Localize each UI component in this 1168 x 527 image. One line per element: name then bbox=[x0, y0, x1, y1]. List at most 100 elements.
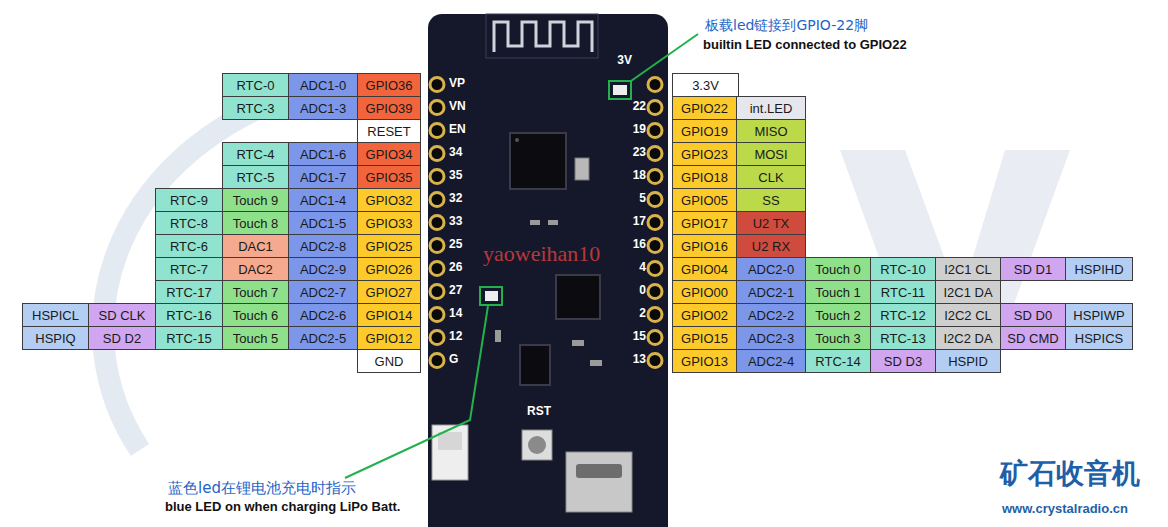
pin-label: RTC-10 bbox=[880, 262, 925, 277]
pin-cell: DAC2 bbox=[222, 257, 289, 281]
pin-hole bbox=[430, 262, 444, 276]
pin-number: 4 bbox=[598, 261, 646, 275]
pin-cell: ADC2-8 bbox=[288, 234, 358, 258]
pin-cell: I2C1 CL bbox=[935, 257, 1001, 281]
pin-label: HSPIHD bbox=[1074, 262, 1123, 277]
pin-hole bbox=[430, 124, 444, 138]
pin-cell: ADC2-1 bbox=[736, 280, 806, 304]
pin-hole bbox=[430, 193, 444, 207]
pin-cell: Touch 3 bbox=[805, 326, 871, 350]
pin-label: ADC2-6 bbox=[300, 308, 346, 323]
pin-cell: RTC-17 bbox=[155, 280, 223, 304]
resistor bbox=[495, 330, 501, 342]
pin-label: ADC1-3 bbox=[300, 101, 346, 116]
pin-cell: SD CLK bbox=[88, 303, 156, 327]
pin-hole bbox=[430, 308, 444, 322]
pin-label: GPIO23 bbox=[681, 147, 728, 162]
pin-label: HSPIQ bbox=[35, 331, 75, 346]
pin-label: I2C1 CL bbox=[944, 262, 992, 277]
pin-number: 0 bbox=[598, 284, 646, 298]
micro-usb bbox=[566, 452, 632, 512]
pin-cell: HSPIHD bbox=[1065, 257, 1133, 281]
pin-label: Touch 0 bbox=[815, 262, 861, 277]
pin-label: SD D2 bbox=[103, 331, 141, 346]
pin-hole bbox=[430, 285, 444, 299]
pin-cell: GPIO13 bbox=[672, 349, 737, 373]
pin-hole bbox=[430, 147, 444, 161]
pin-label: Touch 2 bbox=[815, 308, 861, 323]
pin-cell: RESET bbox=[357, 119, 421, 143]
pin-hole bbox=[648, 193, 662, 207]
pin-label: SS bbox=[762, 193, 779, 208]
watermark-swoosh bbox=[103, 95, 290, 450]
pin-cell: RTC-5 bbox=[222, 165, 289, 189]
pin-label: int.LED bbox=[750, 101, 793, 116]
pin-label: GPIO35 bbox=[366, 170, 413, 185]
pin-label: GPIO26 bbox=[366, 262, 413, 277]
board-label: RST bbox=[527, 405, 551, 419]
pin-label: ADC1-5 bbox=[300, 216, 346, 231]
pin-cell: ADC1-0 bbox=[288, 73, 358, 97]
pin-label: RTC-14 bbox=[815, 354, 860, 369]
pin-label: GPIO16 bbox=[681, 239, 728, 254]
pin-label: GPIO18 bbox=[681, 170, 728, 185]
button-cap bbox=[528, 436, 546, 454]
pin-cell: ADC1-7 bbox=[288, 165, 358, 189]
pin-hole bbox=[430, 216, 444, 230]
pin-label: RTC-9 bbox=[170, 193, 208, 208]
pin-hole bbox=[648, 239, 662, 253]
pin-cell: GPIO14 bbox=[357, 303, 421, 327]
pin-label: GPIO15 bbox=[681, 331, 728, 346]
pin-label: ADC1-0 bbox=[300, 78, 346, 93]
pin-cell: GPIO26 bbox=[357, 257, 421, 281]
pin-label: ADC2-3 bbox=[748, 331, 794, 346]
pin-label: RTC-13 bbox=[880, 331, 925, 346]
pin-label: GPIO12 bbox=[366, 331, 413, 346]
pin-label: GPIO25 bbox=[366, 239, 413, 254]
pin-label: RTC-11 bbox=[881, 285, 925, 300]
pin-cell: GPIO17 bbox=[672, 211, 737, 235]
pin-label: 3.3V bbox=[692, 78, 719, 93]
battery-connector bbox=[432, 425, 468, 480]
pin-label: Touch 1 bbox=[815, 285, 861, 300]
pin-cell: GPIO27 bbox=[357, 280, 421, 304]
pin-cell: GPIO12 bbox=[357, 326, 421, 350]
regulator bbox=[520, 345, 550, 385]
logo-text: 矿石收音机 bbox=[1000, 458, 1140, 490]
pin-cell: RTC-0 bbox=[222, 73, 289, 97]
pin-label: RTC-0 bbox=[236, 78, 274, 93]
pin-cell: RTC-15 bbox=[155, 326, 223, 350]
pin-number: 12 bbox=[449, 330, 462, 344]
pin-cell: RTC-10 bbox=[870, 257, 936, 281]
pin-number: 25 bbox=[449, 238, 462, 252]
pin-cell: ADC2-5 bbox=[288, 326, 358, 350]
pin-cell: RTC-14 bbox=[805, 349, 871, 373]
resistor bbox=[572, 340, 584, 346]
pin-cell: ADC2-9 bbox=[288, 257, 358, 281]
pin-cell: ADC1-5 bbox=[288, 211, 358, 235]
pin-label: RTC-12 bbox=[880, 308, 925, 323]
callout-text: 板载led链接到GPIO-22脚 bbox=[705, 17, 868, 33]
pin-number: 35 bbox=[449, 169, 462, 183]
pin-hole bbox=[430, 101, 444, 115]
led-highlight bbox=[480, 287, 502, 305]
crystal bbox=[575, 158, 589, 180]
pin-cell: SS bbox=[736, 188, 806, 212]
pin-label: SD D1 bbox=[1014, 262, 1052, 277]
pin-cell: GPIO00 bbox=[672, 280, 737, 304]
pin-cell: ADC2-6 bbox=[288, 303, 358, 327]
pin-hole bbox=[430, 78, 444, 92]
pin-hole bbox=[648, 354, 662, 368]
callout-text: builtin LED connected to GPIO22 bbox=[703, 38, 907, 53]
leader-line bbox=[345, 306, 488, 478]
pin-label: DAC1 bbox=[238, 239, 273, 254]
pin-label: RTC-15 bbox=[166, 331, 211, 346]
pin-cell: GPIO35 bbox=[357, 165, 421, 189]
pin-number: VN bbox=[449, 100, 466, 114]
pin-label: MISO bbox=[754, 124, 787, 139]
pin-cell: MOSI bbox=[736, 142, 806, 166]
pin-label: Touch 3 bbox=[815, 331, 861, 346]
pin-number: G bbox=[449, 353, 458, 367]
pin-label: HSPID bbox=[948, 354, 988, 369]
pin-cell: GPIO19 bbox=[672, 119, 737, 143]
